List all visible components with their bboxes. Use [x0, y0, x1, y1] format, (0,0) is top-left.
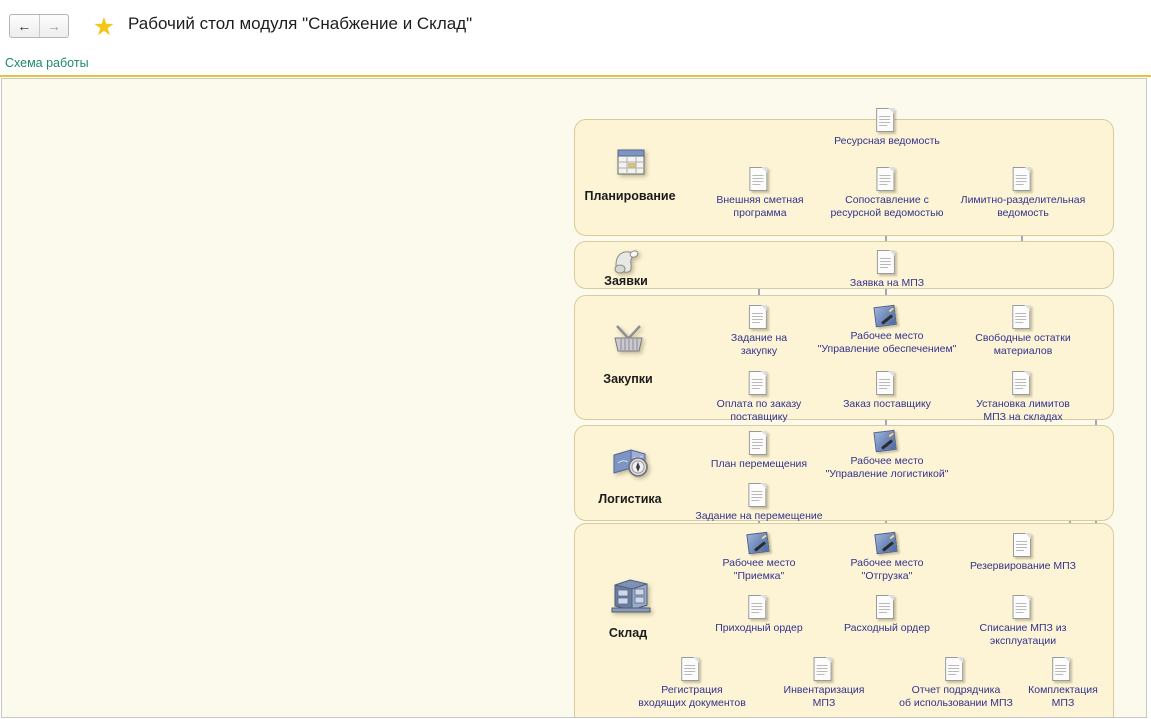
node-label: Рабочее место"Отгрузка" [850, 557, 924, 582]
node-resource-statement[interactable]: Ресурсная ведомость [834, 108, 940, 148]
document-icon [748, 371, 769, 397]
section-title-planning: Планирование [584, 189, 676, 203]
node-label: Рабочее место"Управление логистикой" [825, 455, 949, 480]
section-panel-logistics [574, 425, 1114, 521]
document-icon [876, 108, 898, 134]
node-label: Резервирование МПЗ [969, 560, 1077, 572]
document-icon [1012, 371, 1033, 397]
document-icon [681, 657, 703, 683]
document-icon [749, 167, 771, 193]
node-label: Приходный ордер [715, 622, 803, 634]
scroll-icon [605, 243, 647, 281]
document-icon [876, 167, 897, 193]
node-receiving-workplace[interactable]: Рабочее место"Приемка" [722, 531, 796, 582]
node-label: Рабочее место"Приемка" [722, 557, 796, 582]
document-icon [748, 305, 770, 331]
section-panel-requests [574, 241, 1114, 289]
window-toolbar: ← → ★ Рабочий стол модуля "Снабжение и С… [0, 0, 1151, 54]
node-supply-workplace[interactable]: Рабочее место"Управление обеспечением" [817, 304, 957, 355]
document-icon [1052, 657, 1073, 683]
document-icon [748, 595, 770, 621]
tab-scheme-of-work[interactable]: Схема работы [5, 56, 89, 70]
node-label: Рабочее место"Управление обеспечением" [817, 330, 957, 355]
workplace-tool-icon [873, 429, 900, 454]
navigation-button-group: ← → [9, 14, 69, 38]
node-label: Расходный ордер [844, 622, 930, 634]
document-icon [876, 371, 898, 397]
node-mpz-request[interactable]: Заявка на МПЗ [850, 250, 924, 290]
workplace-tool-icon [873, 531, 900, 556]
page-title: Рабочий стол модуля "Снабжение и Склад" [128, 14, 473, 33]
tab-strip: Схема работы [0, 56, 1151, 77]
warehouse-rack-icon [607, 575, 651, 613]
basket-icon [607, 319, 649, 357]
node-label: Заявка на МПЗ [849, 277, 925, 289]
workplace-tool-icon [745, 531, 772, 556]
table-window-icon [609, 145, 651, 183]
map-compass-icon [609, 443, 651, 481]
document-icon [813, 657, 835, 683]
document-icon [876, 595, 897, 621]
document-icon [1012, 533, 1033, 559]
document-icon [1012, 305, 1034, 331]
workplace-tool-icon [873, 304, 900, 329]
back-button[interactable]: ← [17, 18, 32, 34]
node-supplier-order[interactable]: Заказ поставщику [843, 371, 931, 411]
node-logistics-workplace[interactable]: Рабочее место"Управление логистикой" [825, 429, 949, 480]
star-icon[interactable]: ★ [92, 13, 116, 41]
document-icon [748, 431, 769, 457]
document-icon [1012, 167, 1034, 193]
document-icon [748, 483, 769, 509]
node-label: Ресурсная ведомость [834, 135, 940, 147]
node-movement-plan[interactable]: План перемещения [711, 431, 807, 471]
tab-underline [0, 75, 1151, 77]
document-icon [1012, 595, 1033, 621]
node-incoming-order[interactable]: Приходный ордер [715, 595, 803, 635]
section-title-warehouse: Склад [608, 626, 648, 640]
node-label: Заказ поставщику [843, 398, 931, 410]
node-label: Задание на перемещение [695, 510, 823, 522]
section-title-purchasing: Закупки [603, 372, 653, 386]
node-mpz-reservation[interactable]: Резервирование МПЗ [970, 533, 1076, 573]
node-shipping-workplace[interactable]: Рабочее место"Отгрузка" [850, 531, 924, 582]
forward-button[interactable]: → [38, 15, 69, 37]
section-title-logistics: Логистика [598, 492, 662, 506]
node-outgoing-order[interactable]: Расходный ордер [844, 595, 930, 635]
document-icon [876, 250, 898, 276]
node-label: План перемещения [710, 458, 808, 470]
document-icon [945, 657, 966, 683]
section-title-requests: Заявки [604, 274, 648, 288]
node-movement-task[interactable]: Задание на перемещение [695, 483, 823, 523]
